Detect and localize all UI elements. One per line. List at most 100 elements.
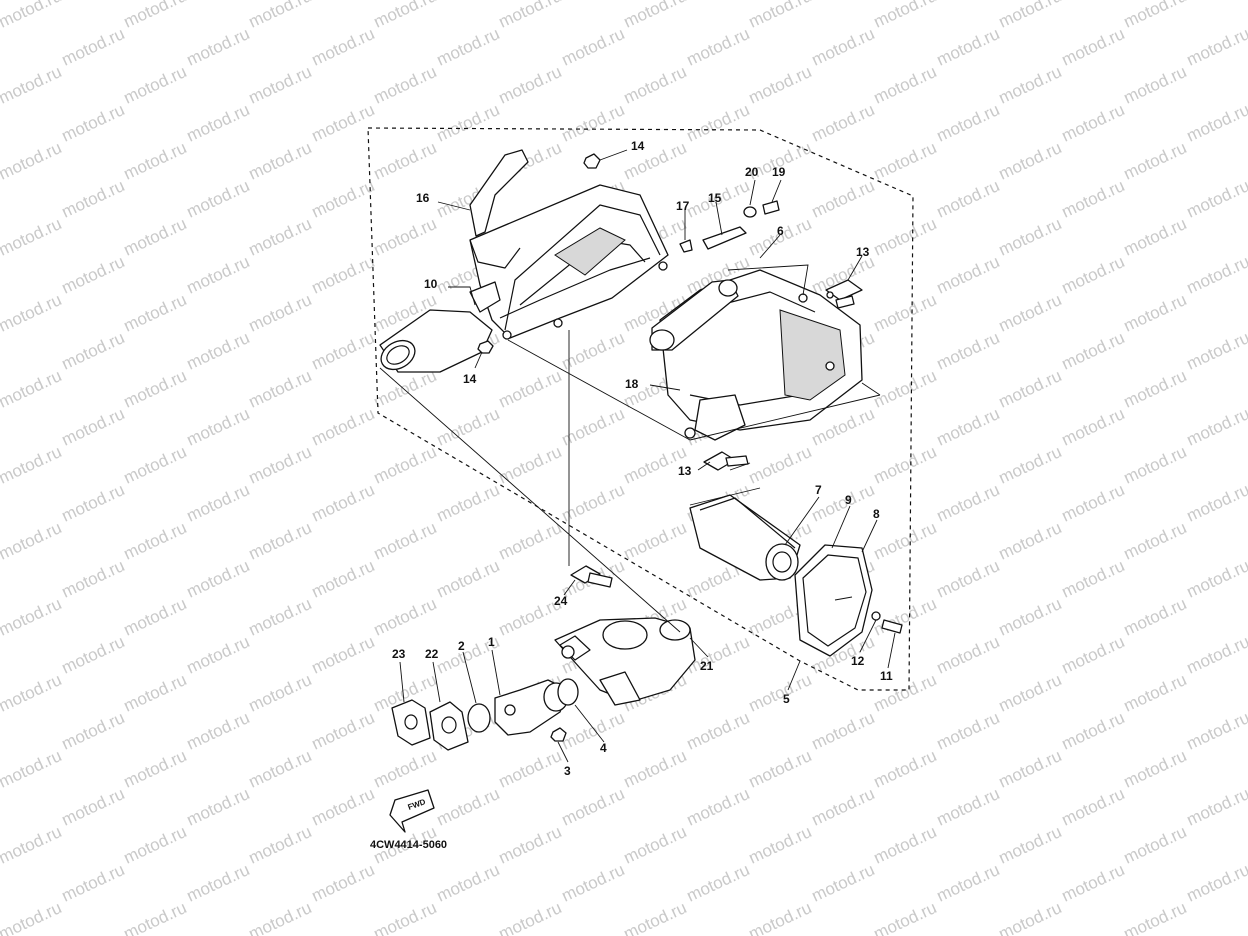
- watermark-text: motod.ru: [1184, 176, 1248, 222]
- watermark-text: motod.ru: [934, 328, 1003, 374]
- watermark-text: motod.ru: [371, 594, 440, 640]
- forward-arrow-icon: FWD: [389, 789, 435, 833]
- watermark-text: motod.ru: [246, 214, 315, 260]
- watermark-text: motod.ru: [496, 0, 565, 32]
- watermark-text: motod.ru: [621, 898, 690, 936]
- watermark-text: motod.ru: [59, 100, 128, 146]
- drawing-code: 4CW4414-5060: [370, 839, 447, 851]
- watermark-text: motod.ru: [996, 138, 1065, 184]
- watermark-text: motod.ru: [371, 518, 440, 564]
- watermark-text: motod.ru: [246, 898, 315, 936]
- watermark-text: motod.ru: [309, 100, 378, 146]
- watermark-text: motod.ru: [59, 556, 128, 602]
- watermark-text: motod.ru: [246, 366, 315, 412]
- watermark-text: motod.ru: [246, 822, 315, 868]
- watermark-text: motod.ru: [184, 556, 253, 602]
- watermark-text: motod.ru: [996, 746, 1065, 792]
- watermark-text: motod.ru: [0, 480, 2, 526]
- watermark-text: motod.ru: [1121, 594, 1190, 640]
- watermark-text: motod.ru: [121, 214, 190, 260]
- watermark-text: motod.ru: [746, 62, 815, 108]
- watermark-text: motod.ru: [871, 822, 940, 868]
- watermark-text: motod.ru: [184, 480, 253, 526]
- watermark-text: motod.ru: [434, 24, 503, 70]
- watermark-text: motod.ru: [121, 0, 190, 32]
- watermark-text: motod.ru: [1121, 62, 1190, 108]
- watermark-text: motod.ru: [59, 784, 128, 830]
- filter-cap-parts-8-9: [794, 544, 873, 657]
- watermark-text: motod.ru: [871, 898, 940, 936]
- watermark-text: motod.ru: [746, 0, 815, 32]
- callout-13-top: 13: [856, 245, 870, 259]
- watermark-text: motod.ru: [996, 442, 1065, 488]
- watermark-text: motod.ru: [246, 670, 315, 716]
- watermark-text: motod.ru: [309, 176, 378, 222]
- watermark-text: motod.ru: [1121, 366, 1190, 412]
- clip-part-17: [679, 239, 693, 253]
- screw-part-11: [881, 619, 903, 634]
- watermark-text: motod.ru: [934, 708, 1003, 754]
- watermark-text: motod.ru: [809, 708, 878, 754]
- callout-16: 16: [416, 191, 430, 205]
- watermark-text: motod.ru: [1059, 632, 1128, 678]
- watermark-text: motod.ru: [1121, 214, 1190, 260]
- watermark-text: motod.ru: [0, 746, 64, 792]
- inlet-tube-part-6: [649, 279, 739, 351]
- watermark-text: motod.ru: [184, 252, 253, 298]
- nut-part-14-lower: [477, 340, 494, 354]
- watermark-text: motod.ru: [59, 632, 128, 678]
- watermark-text: motod.ru: [309, 404, 378, 450]
- watermark-text: motod.ru: [1059, 252, 1128, 298]
- watermark-text: motod.ru: [996, 0, 1065, 32]
- watermark-text: motod.ru: [1121, 822, 1190, 868]
- watermark-text: motod.ru: [1121, 138, 1190, 184]
- watermark-text: motod.ru: [59, 252, 128, 298]
- watermark-text: motod.ru: [434, 480, 503, 526]
- watermark-text: motod.ru: [934, 556, 1003, 602]
- watermark-text: motod.ru: [934, 100, 1003, 146]
- watermark-text: motod.ru: [0, 556, 2, 602]
- watermark-text: motod.ru: [59, 176, 128, 222]
- callout-21: 21: [700, 659, 714, 673]
- watermark-text: motod.ru: [0, 594, 64, 640]
- watermark-text: motod.ru: [0, 860, 2, 906]
- watermark-text: motod.ru: [309, 708, 378, 754]
- watermark-text: motod.ru: [121, 594, 190, 640]
- gasket-part-23: [391, 699, 431, 746]
- callout-18: 18: [625, 377, 639, 391]
- watermark-text: motod.ru: [621, 518, 690, 564]
- watermark-text: motod.ru: [0, 328, 2, 374]
- watermark-text: motod.ru: [246, 138, 315, 184]
- callout-10: 10: [424, 277, 438, 291]
- watermark-text: motod.ru: [0, 784, 2, 830]
- watermark-text: motod.ru: [1059, 860, 1128, 906]
- callout-6: 6: [777, 224, 784, 238]
- watermark-text: motod.ru: [934, 632, 1003, 678]
- callout-labels: 14 16 17 15 20 19 6 13 10 14 18 13 7 9 8…: [392, 139, 893, 778]
- assembly-outline: [367, 127, 914, 691]
- watermark-text: motod.ru: [309, 556, 378, 602]
- watermark-text: motod.ru: [0, 822, 64, 868]
- watermark-text: motod.ru: [809, 100, 878, 146]
- watermark-text: motod.ru: [0, 0, 64, 32]
- watermark-text: motod.ru: [746, 746, 815, 792]
- watermark-text: motod.ru: [0, 176, 2, 222]
- clamp-part-20: [743, 206, 757, 218]
- watermark-text: motod.ru: [1184, 708, 1248, 754]
- watermark-text: motod.ru: [559, 24, 628, 70]
- callout-14-top: 14: [631, 139, 645, 153]
- watermark-text: motod.ru: [371, 366, 440, 412]
- watermark-text: motod.ru: [1246, 0, 1248, 32]
- watermark-text: motod.ru: [934, 784, 1003, 830]
- callout-19: 19: [772, 165, 786, 179]
- watermark-text: motod.ru: [0, 404, 2, 450]
- watermark-text: motod.ru: [1184, 480, 1248, 526]
- watermark-text: motod.ru: [934, 252, 1003, 298]
- reference-lines: [379, 330, 881, 633]
- nut-part-14-top: [583, 153, 601, 169]
- watermark-text: motod.ru: [496, 518, 565, 564]
- watermark-text: motod.ru: [309, 252, 378, 298]
- watermark-text: motod.ru: [246, 442, 315, 488]
- washer-part-12: [871, 611, 881, 621]
- filter-element-part-7: [689, 494, 801, 581]
